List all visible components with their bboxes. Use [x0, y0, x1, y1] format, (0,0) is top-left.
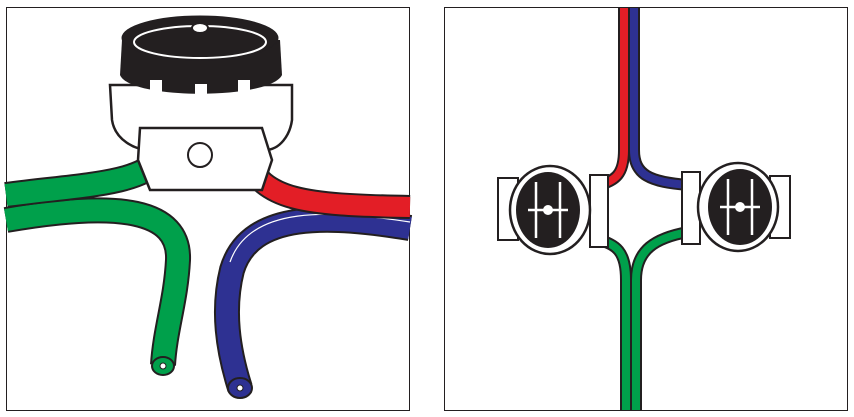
connector-top-right: [681, 161, 791, 253]
left-panel: [3, 7, 413, 411]
green-wire-down: [3, 197, 191, 376]
connector-top-left: [497, 164, 609, 256]
connector-side: [108, 15, 294, 192]
right-panel: [444, 7, 848, 411]
blue-wire: [213, 206, 413, 399]
